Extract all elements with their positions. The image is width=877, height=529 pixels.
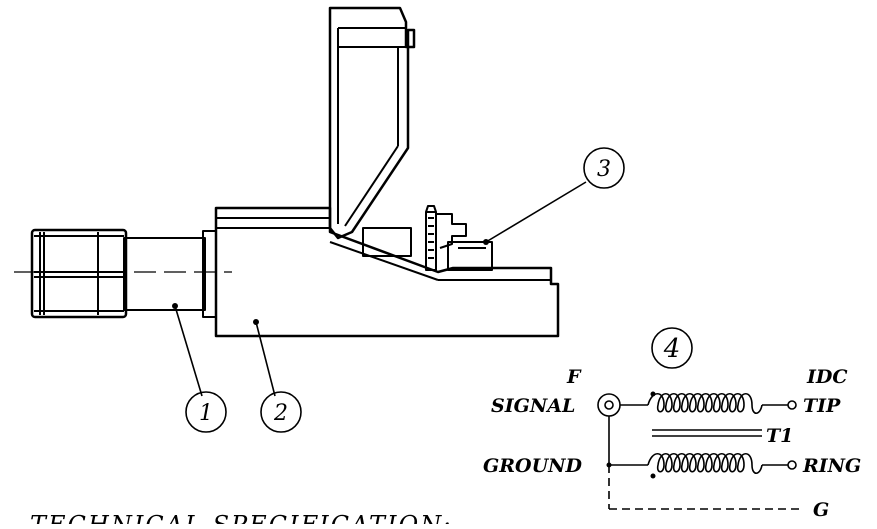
- housing-window: [362, 227, 412, 257]
- callout-3: 3: [597, 157, 611, 182]
- schematic: [597, 391, 800, 510]
- ring-terminal-icon: [787, 460, 797, 470]
- connector-barrel: [123, 237, 206, 311]
- tip-terminal-icon: [787, 400, 797, 410]
- f-connector: [14, 228, 232, 319]
- callout-circle-3: [583, 147, 625, 189]
- f-label: F: [566, 366, 582, 388]
- callout-1: 1: [199, 401, 213, 426]
- idc-clip: [425, 205, 493, 271]
- signal-label: SIGNAL: [491, 395, 575, 417]
- f-terminal-icon: [597, 393, 621, 417]
- lever-arm: [328, 6, 416, 240]
- leader-lines: [174, 181, 587, 397]
- ring-label: RING: [802, 455, 861, 477]
- callout-circle-1: [185, 391, 227, 433]
- callout-2: 2: [273, 401, 288, 426]
- g-label: G: [813, 499, 829, 521]
- connector-nut: [30, 228, 128, 319]
- idc-label: IDC: [806, 366, 848, 388]
- callout-circle-2: [260, 391, 302, 433]
- housing-body: [214, 206, 560, 338]
- secondary-coil: [647, 452, 763, 475]
- idc-block: [447, 241, 493, 271]
- spec-heading: TECHNICAL SPECIFICATION:: [30, 511, 452, 524]
- primary-coil: [647, 392, 763, 415]
- tip-label: TIP: [803, 395, 841, 417]
- callout-4: 4: [663, 334, 681, 364]
- callout-circle-4: [651, 327, 693, 369]
- ground-label: GROUND: [483, 455, 583, 477]
- t1-label: T1: [766, 425, 793, 447]
